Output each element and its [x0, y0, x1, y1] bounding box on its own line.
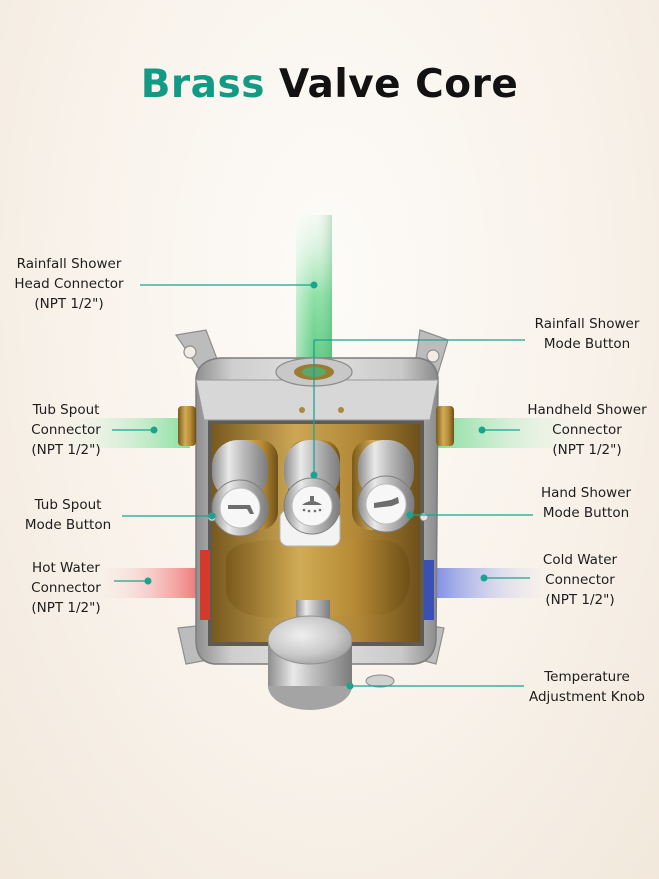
- rainfall-mode-button: [279, 477, 341, 547]
- hand-shower-icon: [374, 497, 399, 508]
- tub-spout-pipe: [60, 418, 190, 448]
- label-line: Connector: [31, 422, 101, 438]
- label-temperature-knob: Temperature Adjustment Knob: [522, 667, 652, 707]
- label-line: Hot Water: [32, 560, 100, 576]
- label-line: (NPT 1/2"): [34, 296, 104, 312]
- label-line: Connector: [31, 580, 101, 596]
- label-cold-water-connector: Cold Water Connector (NPT 1/2"): [528, 550, 632, 610]
- label-line: Cold Water: [542, 552, 618, 568]
- label-hot-water-connector: Hot Water Connector (NPT 1/2"): [14, 558, 118, 618]
- handheld-fitting: [436, 406, 454, 446]
- shower-head-icon: [302, 496, 322, 513]
- leader-lines: [112, 284, 533, 687]
- label-line: Mode Button: [543, 336, 631, 352]
- label-hand-shower-mode-button: Hand Shower Mode Button: [532, 483, 640, 523]
- label-line: Mode Button: [24, 517, 112, 533]
- label-line: Handheld Shower: [527, 402, 647, 418]
- label-line: Temperature: [544, 669, 630, 685]
- label-line: Adjustment Knob: [528, 689, 646, 705]
- label-line: (NPT 1/2"): [552, 442, 622, 458]
- leader-dots: [144, 281, 488, 690]
- page-title: Brass Valve Core: [0, 62, 659, 107]
- label-tub-spout-mode-button: Tub Spout Mode Button: [10, 495, 126, 535]
- label-tub-spout-connector: Tub Spout Connector (NPT 1/2"): [14, 400, 118, 460]
- label-line: Connector: [545, 572, 615, 588]
- label-handheld-connector: Handheld Shower Connector (NPT 1/2"): [520, 400, 654, 460]
- label-line: (NPT 1/2"): [31, 600, 101, 616]
- temperature-knob: [267, 600, 353, 710]
- title-word-valve-core: Valve Core: [279, 62, 519, 107]
- label-rainfall-mode-button: Rainfall Shower Mode Button: [524, 314, 650, 354]
- tub-spout-mode-button: [211, 479, 269, 537]
- tub-spout-fitting: [178, 406, 196, 446]
- label-line: Rainfall Shower: [534, 316, 640, 332]
- label-line: Tub Spout: [32, 402, 100, 418]
- label-line: Head Connector: [14, 276, 124, 292]
- label-line: Hand Shower: [540, 485, 632, 501]
- label-line: Connector: [552, 422, 622, 438]
- label-rainfall-head-connector: Rainfall Shower Head Connector (NPT 1/2"…: [6, 254, 132, 314]
- handheld-pipe: [438, 418, 588, 448]
- title-word-brass: Brass: [140, 62, 265, 107]
- label-line: Tub Spout: [34, 497, 102, 513]
- tub-spout-icon: [228, 505, 254, 514]
- label-line: Mode Button: [542, 505, 630, 521]
- cold-water-pipe: [434, 568, 550, 598]
- label-line: (NPT 1/2"): [31, 442, 101, 458]
- hand-shower-mode-button: [357, 475, 415, 533]
- label-line: Rainfall Shower: [16, 256, 122, 272]
- label-line: (NPT 1/2"): [545, 592, 615, 608]
